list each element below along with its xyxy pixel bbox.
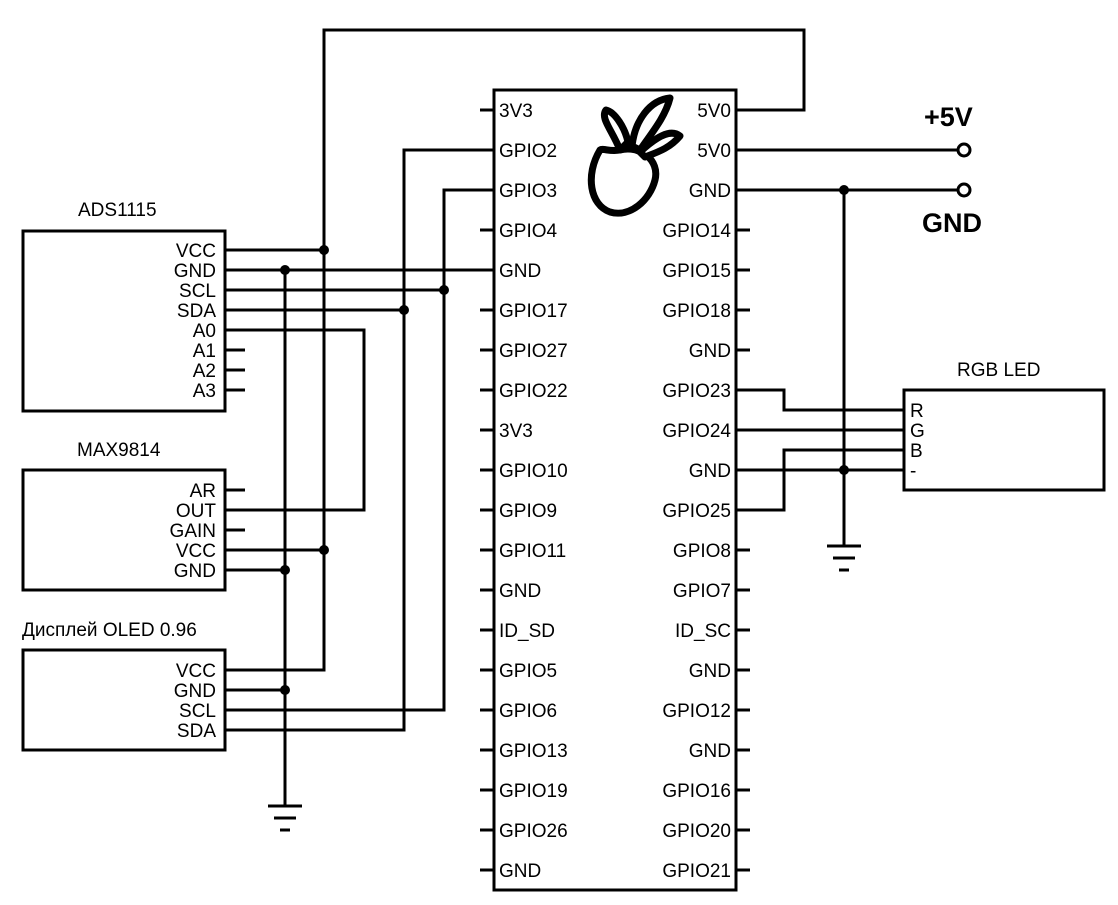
pin-label: SCL (179, 281, 216, 302)
pin-label: GPIO12 (662, 701, 731, 722)
junctions (280, 185, 849, 695)
pin-label: GPIO3 (499, 181, 557, 202)
pin-label: GPIO6 (499, 701, 557, 722)
pin-label: GPIO7 (673, 581, 731, 602)
pin-label: VCC (176, 241, 216, 262)
pin-label: GPIO8 (673, 541, 731, 562)
pin-label: GPIO22 (499, 381, 568, 402)
wire-gpio23-r (736, 388, 904, 412)
pin-label: 5V0 (697, 141, 731, 162)
pin-label: GPIO25 (662, 501, 731, 522)
plus5v-terminal (956, 142, 972, 158)
pin-label: GND (689, 661, 731, 682)
pin-label: A3 (193, 381, 216, 402)
pin-label: ID_SC (675, 621, 731, 642)
wire-a0-out (225, 328, 366, 512)
ground-symbol-left (268, 804, 302, 832)
pin-label: GPIO4 (499, 221, 558, 242)
pin-label: AR (190, 481, 216, 502)
pin-label: GAIN (170, 521, 216, 542)
pin-label: GND (499, 581, 541, 602)
pin-label: GND (174, 681, 216, 702)
pin-label: GPIO17 (499, 301, 568, 322)
pin-label: GPIO13 (499, 741, 568, 762)
pin-label: GPIO10 (499, 461, 568, 482)
junction-dot (399, 305, 409, 315)
junction-dot (839, 185, 849, 195)
ads1115-box (21, 229, 227, 413)
oled-title: Дисплей OLED 0.96 (22, 620, 197, 641)
pin-label: GPIO15 (662, 261, 731, 282)
max9814-box (21, 468, 227, 592)
plus5v-label: +5V (924, 102, 973, 132)
rpi-left-pins: 3V3GPIO2GPIO3GPIO4GNDGPIO17GPIO27GPIO223… (480, 101, 568, 882)
junction-dot (319, 545, 329, 555)
pin-label: VCC (176, 541, 216, 562)
ads1115-title: ADS1115 (78, 200, 157, 221)
pin-label: GND (499, 261, 541, 282)
max9814-title: MAX9814 (77, 440, 161, 461)
pin-label: ID_SD (499, 621, 555, 642)
pin-label: GPIO27 (499, 341, 568, 362)
pin-label: GND (689, 461, 731, 482)
pin-label: GND (689, 341, 731, 362)
pin-label: - (910, 461, 916, 482)
pin-label: GPIO5 (499, 661, 557, 682)
pin-label: GND (689, 741, 731, 762)
junction-dot (839, 465, 849, 475)
pin-label: GND (689, 181, 731, 202)
raspberry-logo (587, 94, 684, 217)
pin-label: GPIO9 (499, 501, 557, 522)
pin-label: GPIO23 (662, 381, 731, 402)
pin-label: 3V3 (499, 421, 533, 442)
pin-label: B (910, 441, 923, 462)
pin-label: R (910, 401, 924, 422)
pin-label: A0 (193, 321, 216, 342)
pin-label: GPIO16 (662, 781, 731, 802)
pin-label: GND (174, 261, 216, 282)
wire-scl-bus (225, 188, 494, 712)
junction-dot (280, 265, 290, 275)
pin-label: GPIO26 (499, 821, 568, 842)
pin-label: GPIO19 (499, 781, 568, 802)
pin-label: SDA (177, 301, 216, 322)
pin-label: SDA (177, 721, 216, 742)
pin-label: G (910, 421, 925, 442)
pin-label: SCL (179, 701, 216, 722)
rgb-led-title: RGB LED (957, 360, 1040, 381)
junction-dot (439, 285, 449, 295)
pin-label: 5V0 (697, 101, 731, 122)
pin-label: 3V3 (499, 101, 533, 122)
pin-label: A1 (193, 341, 216, 362)
gnd-label: GND (922, 208, 982, 238)
rgb-led-pins: RGB- (910, 401, 925, 482)
pin-label: GPIO18 (662, 301, 731, 322)
junction-dot (280, 565, 290, 575)
pin-label: A2 (193, 361, 216, 382)
pin-label: OUT (176, 501, 217, 522)
wire-sda-bus (225, 148, 494, 732)
wire-gpio25-b (736, 448, 904, 512)
junction-dot (280, 685, 290, 695)
rgb-led-box (902, 388, 1106, 492)
pin-label: GND (174, 561, 216, 582)
ground-symbol-right (827, 544, 861, 572)
pin-label: GPIO2 (499, 141, 557, 162)
rpi-right-pins: 5V05V0GNDGPIO14GPIO15GPIO18GNDGPIO23GPIO… (662, 101, 750, 882)
pin-label: GPIO24 (662, 421, 731, 442)
junction-dot (319, 245, 329, 255)
pin-label: GPIO11 (499, 541, 566, 562)
pin-label: VCC (176, 661, 216, 682)
pin-label: GPIO14 (662, 221, 731, 242)
wire-5v-bus (225, 28, 806, 672)
pin-label: GPIO20 (662, 821, 731, 842)
rpi-header-box (492, 88, 738, 892)
pin-label: GPIO21 (662, 861, 731, 882)
oled-box (21, 648, 227, 752)
pin-label: GND (499, 861, 541, 882)
gnd-terminal (956, 182, 972, 198)
